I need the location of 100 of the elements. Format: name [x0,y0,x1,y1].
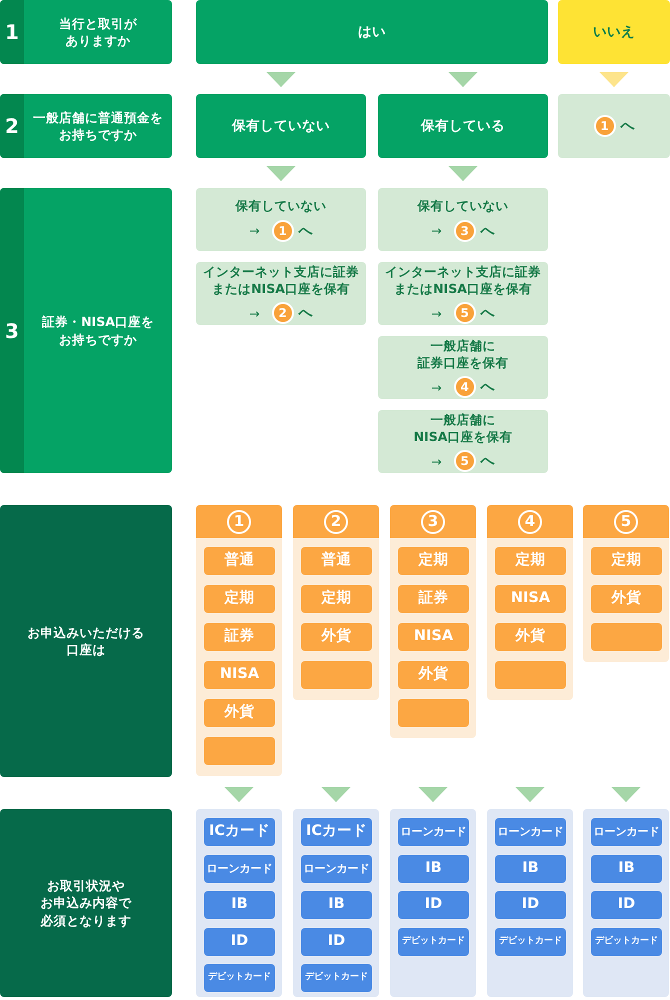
arrow [516,786,544,802]
account-tag: 外貨 [398,661,469,689]
requirement-panel [583,809,669,997]
condition-box [378,336,548,399]
requirement-tag: IB [591,854,662,883]
step-number: 1 [0,0,24,64]
condition-box [378,262,548,325]
requirement-tag: ID [495,891,566,920]
direction-text: へ [480,222,495,240]
arrow [224,786,254,802]
requirement-tag: ID [591,891,662,920]
heading-box [0,505,172,777]
question-text: 当行と取引がありますか [58,14,138,50]
direction-text: へ [480,452,495,470]
answer-box: いいえ [558,0,670,64]
account-tag [204,737,275,765]
account-tag [301,661,372,689]
arrow-text: → [249,306,260,321]
account-tag: 外貨 [495,623,566,651]
account-tag: 証券 [398,585,469,613]
condition-text: 保有していない [418,197,508,215]
requirement-tag: IB [398,854,469,883]
number-badge: 3 [454,220,476,242]
account-tag: 定期 [204,585,275,613]
number-badge: 2 [324,510,348,534]
account-panel [487,505,573,700]
heading-text: お取引状況やお申込み内容で必須となります [39,877,132,929]
direction-text: へ [298,222,313,240]
direction-text: へ [298,304,313,322]
requirement-tag: デビットカード [204,964,275,992]
account-tag [495,661,566,689]
account-panel [583,505,669,662]
account-tag: 定期 [495,547,566,575]
account-tag: NISA [204,661,275,689]
requirement-tag: IB [301,891,372,920]
account-tag: 普通 [204,547,275,575]
arrow [600,72,628,88]
account-tag: 普通 [301,547,372,575]
condition-text: インターネット支店に証券またはNISA口座を保有 [384,262,542,298]
arrow [322,786,350,802]
arrow [612,786,640,802]
condition-box [196,262,366,325]
condition-text: インターネット支店に証券またはNISA口座を保有 [202,262,360,298]
direction-text: へ [480,378,495,396]
condition-box [196,188,366,251]
requirement-tag: ローンカード [591,818,662,846]
requirement-tag: デビットカード [398,928,469,956]
question-box [0,0,172,64]
requirement-tag: ローンカード [301,854,372,883]
question-text: 証券・NISA口座をお持ちですか [40,313,155,348]
step-number: 3 [0,188,24,473]
account-tag: 定期 [301,585,372,613]
condition-text: 一般店舗に証券口座を保有 [416,336,510,372]
requirement-panel [487,809,573,997]
answer-box: 保有していない [196,94,366,158]
answer-box: 保有している [378,94,548,158]
answer-box: はい [196,0,548,64]
direction-text: へ [620,117,634,135]
arrow-text: → [249,223,260,238]
account-tag: 定期 [398,547,469,575]
question-box [0,188,172,473]
account-panel [196,505,282,776]
arrow-text: → [431,223,442,238]
arrow-text: → [431,306,442,321]
heading-text: お申込みいただける口座は [26,624,146,658]
account-tag [591,623,662,651]
step-number: 2 [0,94,24,158]
requirement-tag: ID [204,928,275,956]
condition-text: 一般店舗にNISA口座を保有 [412,410,514,446]
number-badge: 5 [454,302,476,324]
arrow [448,72,478,88]
requirement-tag: デビットカード [591,928,662,956]
requirement-tag: IB [495,854,566,883]
arrow-text: → [431,380,442,395]
requirement-tag: デビットカード [301,964,372,992]
account-tag: 外貨 [591,585,662,613]
requirement-tag: ローンカード [495,818,566,846]
number-badge: 1 [594,115,616,137]
condition-text: 保有していない [236,197,326,215]
jump-box [558,94,670,158]
requirement-panel [293,809,379,997]
condition-box [378,188,548,251]
arrow [266,72,296,88]
arrow [266,166,296,182]
question-text: 一般店舗に普通預金をお持ちですか [32,108,164,144]
requirement-tag: ICカード [301,818,372,846]
number-badge: 4 [454,376,476,398]
number-badge: 5 [454,450,476,472]
arrow [418,786,448,802]
requirement-tag: ID [301,928,372,956]
number-badge: 2 [272,302,294,324]
number-badge: 1 [227,510,251,534]
requirement-panel [196,809,282,997]
question-box [0,94,172,158]
requirement-tag: ローンカード [398,818,469,846]
requirement-tag: ICカード [204,818,275,846]
heading-box [0,809,172,997]
arrow [448,166,478,182]
account-tag: 外貨 [301,623,372,651]
account-tag [398,699,469,727]
